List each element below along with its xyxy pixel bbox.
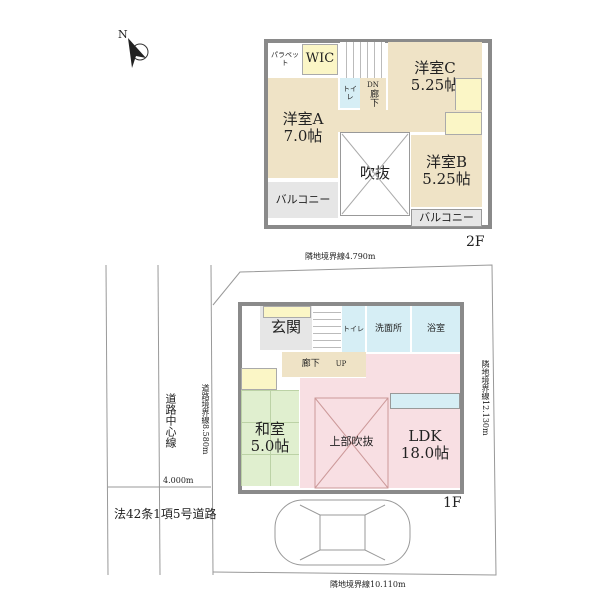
- road-center-label: 道路中心線: [164, 393, 177, 448]
- staircase-2f: [340, 42, 385, 78]
- right-boundary-label: 隣地境界線12.130m: [481, 360, 490, 436]
- toilet-2f: トイレ: [340, 78, 360, 108]
- floor2-label: 2F: [466, 234, 485, 250]
- shoe-closet: [263, 306, 311, 318]
- bottom-boundary-label: 隣地境界線10.110m: [330, 580, 406, 589]
- compass-label: N: [118, 28, 128, 41]
- closet-c: [455, 78, 482, 112]
- road-center-line: [157, 264, 161, 576]
- balcony-left: バルコニー: [268, 182, 338, 218]
- closet-japanese: [241, 368, 277, 390]
- closet-b: [445, 112, 482, 135]
- parapet: パラペット: [271, 50, 299, 67]
- balcony-right: バルコニー: [411, 209, 482, 227]
- car-outline: [274, 499, 411, 566]
- road-width-label: 4.000m: [163, 476, 194, 485]
- staircase-1f: [313, 306, 341, 354]
- bath: 浴室: [412, 306, 460, 352]
- top-boundary-label: 隣地境界線4.790m: [305, 252, 376, 261]
- wic: WIC: [302, 44, 338, 75]
- road-edge-line: [105, 264, 109, 576]
- site-boundary: [212, 264, 497, 576]
- kitchen-counter: [390, 393, 460, 409]
- upper-atrium: 上部吹抜: [329, 435, 374, 449]
- road-boundary-line: [210, 264, 214, 576]
- road-type-label: 法42条1項5号道路: [114, 507, 217, 521]
- road-boundary-label: 道路境界線8.580m: [201, 384, 210, 455]
- washroom: 洗面所: [367, 306, 410, 352]
- floor1-label: 1F: [443, 495, 462, 511]
- toilet-1f: トイレ: [342, 306, 365, 352]
